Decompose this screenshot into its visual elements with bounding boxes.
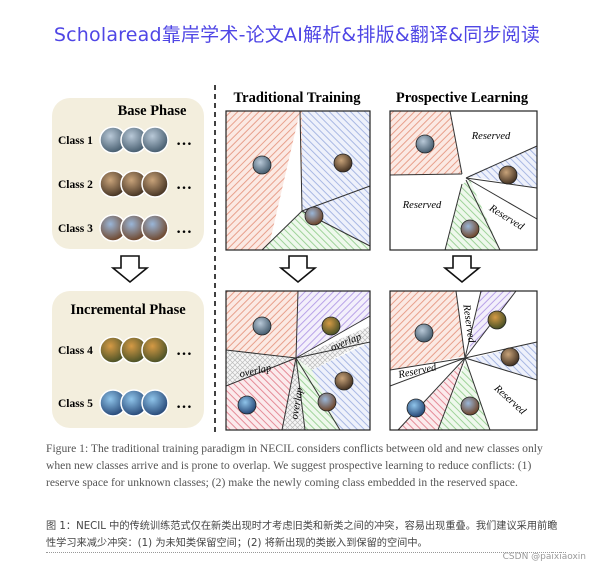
class-row: Class 4 … — [58, 336, 192, 364]
ellipsis: … — [176, 220, 192, 237]
overlap-label: overlap — [289, 387, 305, 421]
class-row: Class 3 … — [58, 214, 192, 242]
class-3-marker — [304, 206, 324, 226]
class-1-marker — [415, 134, 435, 154]
class-4-marker — [487, 310, 507, 330]
figure-1: Base Phase Class 1 … Class 2 … Class 3 …… — [52, 85, 538, 432]
incremental-phase-title: Incremental Phase — [70, 302, 186, 318]
class-2-marker — [498, 165, 518, 185]
class-label: Class 4 — [58, 345, 93, 357]
class-3-marker — [460, 219, 480, 239]
down-arrow-icon — [442, 255, 482, 284]
class-5-marker — [237, 395, 257, 415]
class-1-marker — [252, 316, 272, 336]
class-label: Class 3 — [58, 223, 93, 235]
figure-caption-english: Figure 1: The traditional training parad… — [46, 442, 543, 489]
class-1-marker — [252, 155, 272, 175]
class-row: Class 2 … — [58, 170, 192, 198]
class-3-marker — [317, 392, 337, 412]
ellipsis: … — [176, 176, 192, 193]
class-4-image — [141, 336, 169, 364]
class-1-marker — [414, 323, 434, 343]
reserved-label: Reserved — [402, 200, 442, 211]
class-label: Class 5 — [58, 398, 93, 410]
class-5-image — [141, 389, 169, 417]
class-1-image — [141, 126, 169, 154]
traditional-base-space — [225, 110, 371, 251]
class-row: Class 5 … — [58, 389, 192, 417]
class-row: Class 1 … — [58, 126, 192, 154]
class-2-marker — [333, 153, 353, 173]
class-2-image — [141, 170, 169, 198]
prospective-incremental-space: Reserved Reserved Reserved — [389, 290, 538, 431]
class-3-marker — [460, 396, 480, 416]
traditional-incremental-space: overlap overlap overlap — [225, 290, 371, 431]
class-label: Class 1 — [58, 135, 93, 147]
class-2-marker — [500, 347, 520, 367]
down-arrow-icon — [110, 255, 150, 284]
down-arrow-icon — [278, 255, 318, 284]
class-4-marker — [321, 316, 341, 336]
ellipsis: … — [176, 132, 192, 149]
incremental-phase-panel: Incremental Phase Class 4 … Class 5 … — [52, 291, 204, 428]
base-phase-panel: Base Phase Class 1 … Class 2 … Class 3 … — [52, 98, 204, 249]
banner-title: Scholaread靠岸学术-论文AI解析&排版&翻译&同步阅读 — [53, 24, 541, 46]
watermark: CSDN @paixiaoxin — [502, 552, 586, 562]
ellipsis: … — [176, 395, 192, 412]
prospective-learning-title: Prospective Learning — [396, 90, 529, 106]
class-3-image — [141, 214, 169, 242]
ellipsis: … — [176, 342, 192, 359]
reserved-label: Reserved — [471, 131, 511, 142]
class-2-marker — [334, 371, 354, 391]
traditional-training-title: Traditional Training — [234, 90, 362, 106]
base-phase-title: Base Phase — [118, 103, 187, 119]
figure-caption-chinese: 图 1：NECIL 中的传统训练范式仅在新类出现时才考虑旧类和新类之间的冲突，容… — [46, 518, 566, 553]
class-label: Class 2 — [58, 179, 93, 191]
prospective-base-space: Reserved Reserved Reserved — [389, 110, 538, 251]
class-5-marker — [406, 398, 426, 418]
